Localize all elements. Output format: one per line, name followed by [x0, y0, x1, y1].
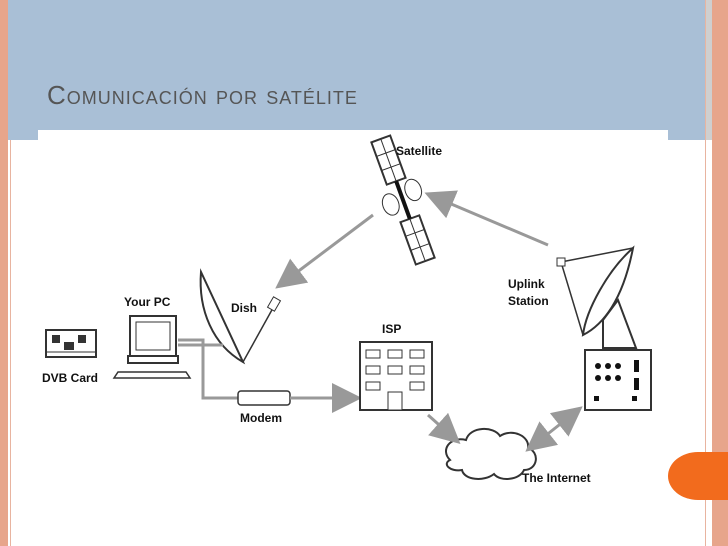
satellite-diagram: Satellite DVB Card Your PC Dish	[42, 134, 652, 485]
right-frame-border	[712, 0, 728, 546]
isp-internet-arrow	[427, 412, 461, 444]
dish-label: Dish	[231, 301, 257, 315]
dish-icon	[199, 268, 282, 365]
your-pc-label: Your PC	[124, 295, 171, 309]
internet-label: The Internet	[522, 471, 591, 485]
pc-icon	[112, 315, 192, 379]
modem-label: Modem	[240, 411, 282, 425]
slide-title: Comunicación por satélite	[47, 80, 358, 110]
uplink-station-icon	[556, 245, 652, 411]
accent-circle	[668, 452, 728, 500]
left-frame-border	[0, 0, 8, 546]
downlink-arrow	[275, 213, 374, 289]
dvb-card-icon	[45, 329, 97, 358]
modem-icon	[237, 390, 291, 406]
pc-modem-line	[178, 338, 238, 400]
internet-cloud-icon	[445, 428, 537, 480]
right-stripe	[706, 0, 712, 140]
isp-label: ISP	[382, 322, 401, 336]
uplink-label: Uplink	[508, 277, 545, 291]
uplink-arrow	[424, 190, 549, 247]
dvb-card-label: DVB Card	[42, 371, 98, 385]
diagram-area: Satellite DVB Card Your PC Dish	[38, 130, 668, 546]
satellite-label: Satellite	[396, 144, 442, 158]
title-band	[8, 0, 706, 140]
right-rule-line	[705, 0, 706, 546]
internet-uplink-arrow	[525, 406, 583, 452]
satellite-icon	[370, 134, 436, 266]
station-label: Station	[508, 294, 549, 308]
left-rule-line	[10, 0, 11, 546]
isp-building-icon	[359, 341, 433, 411]
